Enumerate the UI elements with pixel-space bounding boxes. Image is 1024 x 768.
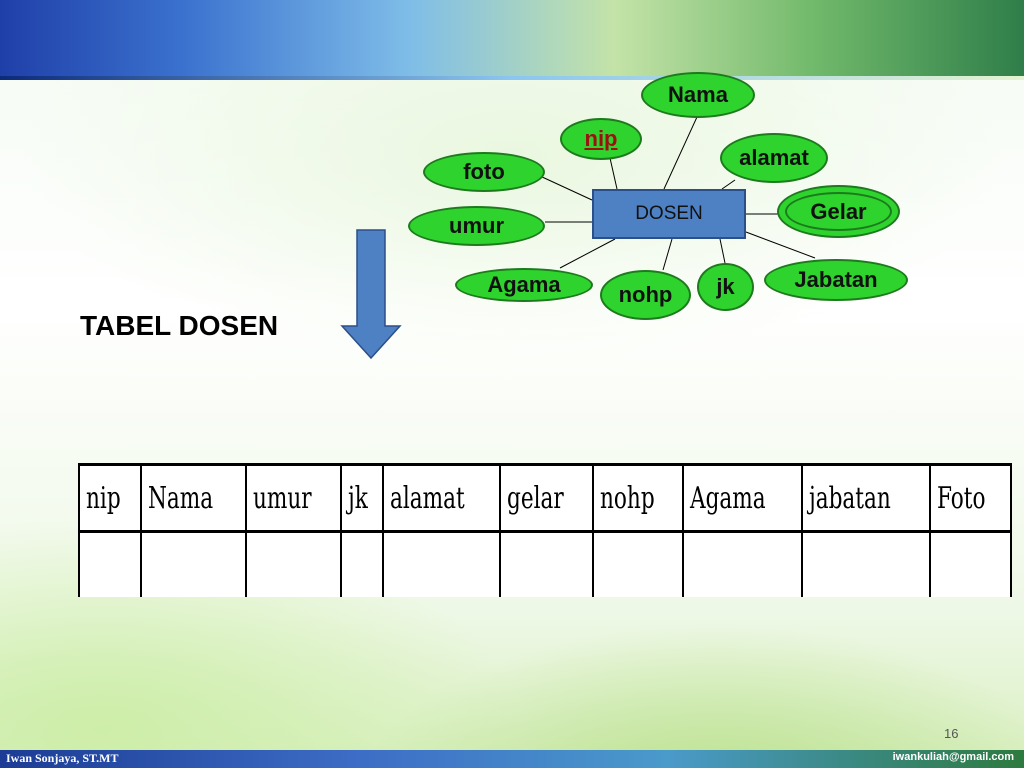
footer-bar: Iwan Sonjaya, ST.MT iwankuliah@gmail.com: [0, 750, 1024, 768]
attribute-umur-label: umur: [449, 213, 504, 238]
attribute-alamat: alamat: [720, 133, 828, 183]
slide-title: TABEL DOSEN: [80, 310, 279, 341]
column-header: alamat: [381, 463, 502, 533]
down-arrow-icon: [340, 229, 402, 360]
column-header-label: umur: [252, 480, 312, 516]
column-header-label: jabatan: [809, 480, 891, 516]
attribute-jabatan: Jabatan: [764, 259, 908, 301]
table-cell: [499, 531, 595, 597]
page-number: 16: [944, 726, 959, 741]
attribute-nohp: nohp: [600, 270, 691, 320]
attribute-agama-label: Agama: [487, 272, 561, 297]
attribute-nohp-label: nohp: [618, 282, 673, 307]
dosen-table: nip Nama umur jk alamat gelar nohp Agama…: [77, 463, 1012, 597]
attribute-alamat-label: alamat: [739, 145, 809, 170]
attribute-foto-label: foto: [463, 159, 505, 184]
attribute-gelar-label: Gelar: [810, 198, 867, 224]
column-header: nohp: [592, 463, 684, 533]
table-header-row: nip Nama umur jk alamat gelar nohp Agama…: [77, 463, 1012, 533]
attribute-nip-key: nip: [560, 118, 642, 160]
column-header-label: gelar: [507, 480, 565, 516]
column-header-label: nip: [86, 480, 121, 516]
attribute-agama: Agama: [455, 268, 593, 302]
table-cell: [340, 531, 384, 597]
attribute-nip-label: nip: [584, 126, 618, 151]
table-cell: [801, 531, 931, 597]
column-header-label: Agama: [689, 480, 766, 516]
column-header: jk: [340, 463, 384, 533]
header-band: [0, 0, 1024, 80]
table-cell: [140, 531, 247, 597]
column-header: nip: [77, 463, 143, 533]
attribute-gelar-multivalued: Gelar: [777, 185, 900, 238]
attribute-jk: jk: [697, 263, 754, 311]
column-header: jabatan: [801, 463, 931, 533]
attribute-umur: umur: [408, 206, 545, 246]
column-header: umur: [244, 463, 343, 533]
column-header: Agama: [681, 463, 804, 533]
attribute-jabatan-label: Jabatan: [794, 267, 878, 292]
table-cell: [681, 531, 804, 597]
table-cell: [244, 531, 343, 597]
attribute-jk-label: jk: [716, 274, 735, 299]
table-cell: [77, 531, 143, 597]
column-header-label: alamat: [389, 480, 465, 516]
column-header-label: nohp: [600, 480, 655, 516]
column-header-label: Nama: [148, 480, 214, 516]
column-header: gelar: [499, 463, 595, 533]
table-cell: [381, 531, 502, 597]
column-header-label: jk: [348, 480, 368, 516]
column-header: Nama: [140, 463, 247, 533]
footer-email: iwankuliah@gmail.com: [892, 751, 1014, 763]
attribute-nama-label: Nama: [668, 82, 728, 107]
entity-dosen-label: DOSEN: [635, 203, 703, 224]
table-row: [77, 531, 1012, 597]
attribute-foto: foto: [423, 152, 545, 192]
column-header: Foto: [928, 463, 1012, 533]
footer-author: Iwan Sonjaya, ST.MT: [6, 751, 119, 765]
entity-dosen: DOSEN: [592, 189, 746, 239]
attribute-nama: Nama: [641, 72, 755, 118]
column-header-label: Foto: [936, 480, 986, 516]
table-cell: [592, 531, 684, 597]
table-cell: [928, 531, 1012, 597]
